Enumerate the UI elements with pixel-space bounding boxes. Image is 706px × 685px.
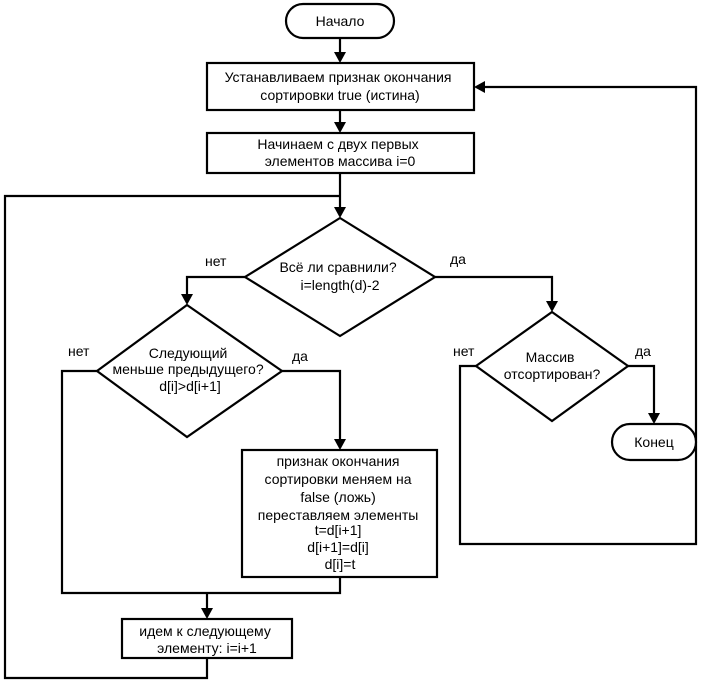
set-flag-text: Устанавливаем признак окончания сортиров…: [225, 69, 456, 103]
arrowhead: [474, 81, 485, 93]
swap-line-3: false (ложь): [300, 489, 375, 505]
arrowhead: [201, 608, 213, 619]
swap-line-5: t=d[i+1]: [315, 522, 362, 538]
all-compared-no-label: нет: [205, 253, 227, 269]
next-less-text: Следующий меньше предыдущего? d[i]>d[i+1…: [113, 345, 268, 394]
arrowhead: [334, 122, 346, 133]
all-compared-text: Всё ли сравнили? i=length(d)-2: [279, 259, 400, 293]
arrowhead: [334, 439, 346, 450]
set-flag-line-2: сортировки true (истина): [260, 87, 419, 103]
init-index-line-2: элементов массива i=0: [265, 153, 416, 169]
swap-process: [240, 448, 439, 579]
next-element-text: идем к следующему элементу: i=i+1: [139, 623, 274, 656]
sorted-yes-label: да: [635, 343, 651, 359]
swap-line-2: сортировки меняем на: [265, 471, 412, 487]
end-terminal: [610, 422, 698, 462]
edge-next-less-yes: [282, 369, 342, 442]
arrowhead: [181, 294, 193, 305]
end-label: Конец: [634, 434, 673, 450]
edge-sorted-no: [458, 85, 698, 546]
sorted-line-2: отсортирован?: [504, 366, 601, 382]
start-label: Начало: [316, 13, 365, 29]
all-compared-line-2: i=length(d)-2: [301, 277, 380, 293]
edge-next-less-no: [60, 369, 207, 595]
swap-line-4: переставляем элементы: [258, 507, 419, 523]
set-flag-line-1: Устанавливаем признак окончания: [225, 69, 452, 85]
sorted-decision: [474, 310, 630, 423]
edge-loop-to-all-compared: [3, 194, 340, 680]
edge-sorted-yes: [628, 364, 656, 416]
arrowhead: [334, 52, 346, 63]
all-compared-decision: [242, 216, 438, 338]
sorted-no-label: нет: [453, 343, 475, 359]
arrowhead: [648, 413, 660, 424]
swap-text: признак окончания сортировки меняем на f…: [258, 453, 422, 572]
sorted-text: Массив отсортирован?: [504, 349, 601, 382]
sorted-line-1: Массив: [526, 349, 575, 365]
edge-all-compared-no: [185, 275, 245, 297]
swap-line-6: d[i+1]=d[i]: [307, 539, 369, 555]
swap-line-7: d[i]=t: [325, 556, 356, 572]
arrowhead: [546, 301, 558, 312]
all-compared-line-1: Всё ли сравнили?: [279, 259, 396, 275]
next-element-line-2: элементу: i=i+1: [157, 640, 257, 656]
init-index-text: Начинаем с двух первых элементов массива…: [257, 136, 422, 169]
edge-all-compared-yes: [435, 275, 554, 304]
next-element-line-1: идем к следующему: [139, 623, 271, 639]
next-less-line-2: меньше предыдущего?: [113, 361, 264, 377]
start-terminal: [284, 2, 396, 40]
next-less-decision: [95, 303, 284, 439]
arrowhead: [334, 207, 346, 218]
next-less-line-1: Следующий: [149, 345, 228, 361]
next-less-yes-label: да: [292, 348, 308, 364]
edge-swap-to-merge: [207, 577, 342, 595]
all-compared-yes-label: да: [450, 251, 466, 267]
next-less-line-3: d[i]>d[i+1]: [159, 378, 221, 394]
init-index-line-1: Начинаем с двух первых: [257, 136, 418, 152]
next-less-no-label: нет: [68, 343, 90, 359]
init-index-process: [205, 131, 476, 175]
set-flag-process: [205, 61, 476, 112]
swap-line-1: признак окончания: [277, 453, 400, 469]
next-element-process: [120, 617, 294, 660]
